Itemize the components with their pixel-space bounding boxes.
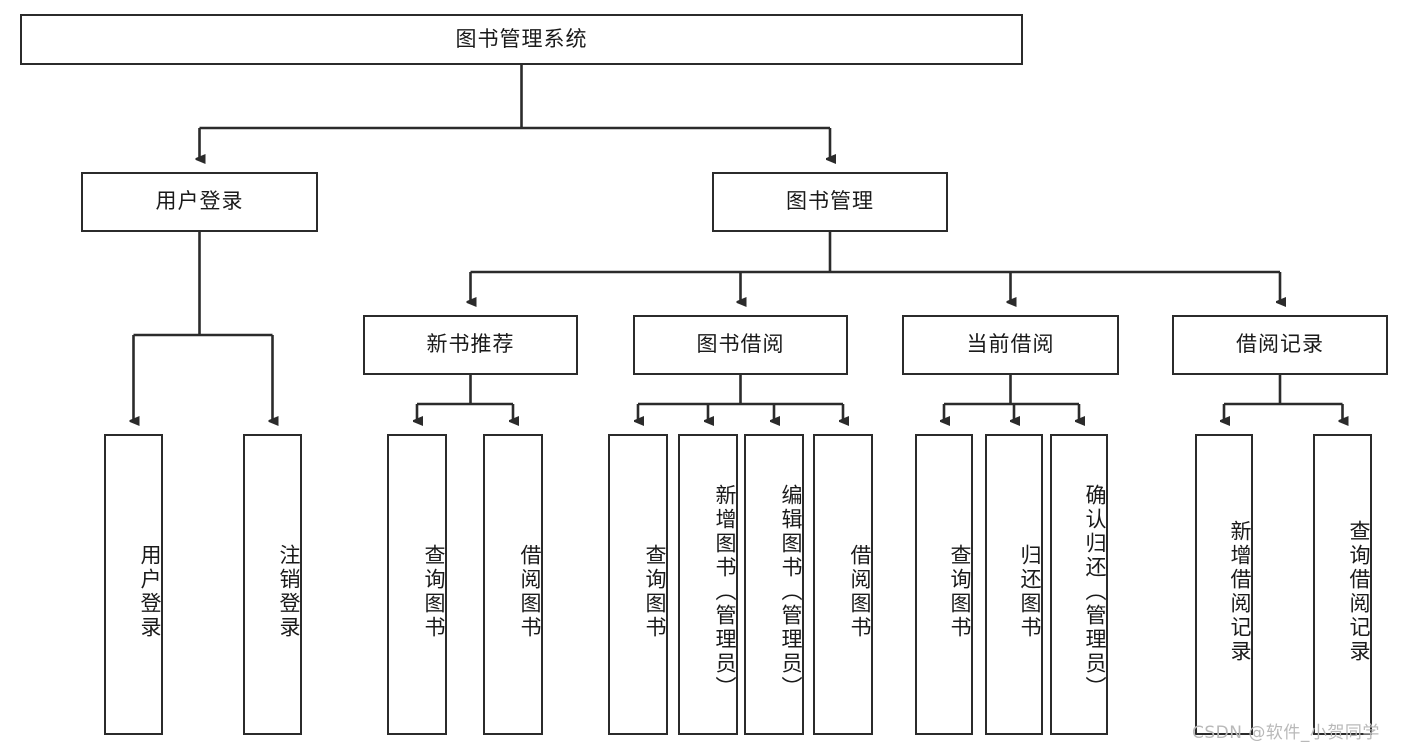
leaf-query-book-current-label: 查询图书 [948, 543, 972, 640]
node-root-label: 图书管理系统 [455, 26, 588, 51]
leaf-add-book-admin[interactable]: 新增图书（管理员） [678, 434, 738, 735]
node-borrow-record[interactable]: 借阅记录 [1172, 315, 1388, 375]
leaf-query-book-recommend-label: 查询图书 [422, 543, 446, 640]
leaf-add-borrow-record[interactable]: 新增借阅记录 [1195, 434, 1253, 735]
leaf-logout[interactable]: 注销登录 [243, 434, 302, 735]
leaf-add-borrow-record-label: 新增借阅记录 [1228, 519, 1252, 664]
leaf-query-book-borrow[interactable]: 查询图书 [608, 434, 668, 735]
leaf-query-book-current[interactable]: 查询图书 [915, 434, 973, 735]
node-book-manage[interactable]: 图书管理 [712, 172, 948, 232]
leaf-user-login[interactable]: 用户登录 [104, 434, 163, 735]
node-new-book-recommend[interactable]: 新书推荐 [363, 315, 578, 375]
csdn-watermark: CSDN @软件_小贺同学 [1192, 723, 1380, 743]
leaf-return-book[interactable]: 归还图书 [985, 434, 1043, 735]
leaf-borrow-book-borrow[interactable]: 借阅图书 [813, 434, 873, 735]
leaf-borrow-book-borrow-label: 借阅图书 [848, 543, 872, 640]
node-new-book-recommend-label: 新书推荐 [426, 332, 515, 357]
node-borrow-record-label: 借阅记录 [1236, 332, 1324, 357]
node-book-borrow-label: 图书借阅 [696, 332, 785, 357]
leaf-borrow-book-recommend[interactable]: 借阅图书 [483, 434, 543, 735]
node-book-borrow[interactable]: 图书借阅 [633, 315, 848, 375]
leaf-edit-book-admin[interactable]: 编辑图书（管理员） [744, 434, 804, 735]
node-current-borrow-label: 当前借阅 [966, 332, 1055, 357]
leaf-query-book-borrow-label: 查询图书 [643, 543, 667, 640]
leaf-query-book-recommend[interactable]: 查询图书 [387, 434, 447, 735]
leaf-confirm-return-admin-label: 确认归还（管理员） [1083, 483, 1107, 700]
leaf-borrow-book-recommend-label: 借阅图书 [518, 543, 542, 640]
leaf-query-borrow-record[interactable]: 查询借阅记录 [1313, 434, 1372, 735]
node-user-login[interactable]: 用户登录 [81, 172, 318, 232]
leaf-edit-book-admin-label: 编辑图书（管理员） [779, 483, 803, 700]
leaf-add-book-admin-label: 新增图书（管理员） [713, 483, 737, 700]
node-root[interactable]: 图书管理系统 [20, 14, 1023, 65]
node-current-borrow[interactable]: 当前借阅 [902, 315, 1119, 375]
leaf-confirm-return-admin[interactable]: 确认归还（管理员） [1050, 434, 1108, 735]
leaf-query-borrow-record-label: 查询借阅记录 [1347, 519, 1371, 664]
node-user-login-label: 用户登录 [155, 189, 244, 214]
leaf-user-login-label: 用户登录 [138, 543, 162, 640]
leaf-return-book-label: 归还图书 [1018, 543, 1042, 640]
node-book-manage-label: 图书管理 [786, 189, 874, 214]
leaf-logout-label: 注销登录 [277, 543, 301, 640]
